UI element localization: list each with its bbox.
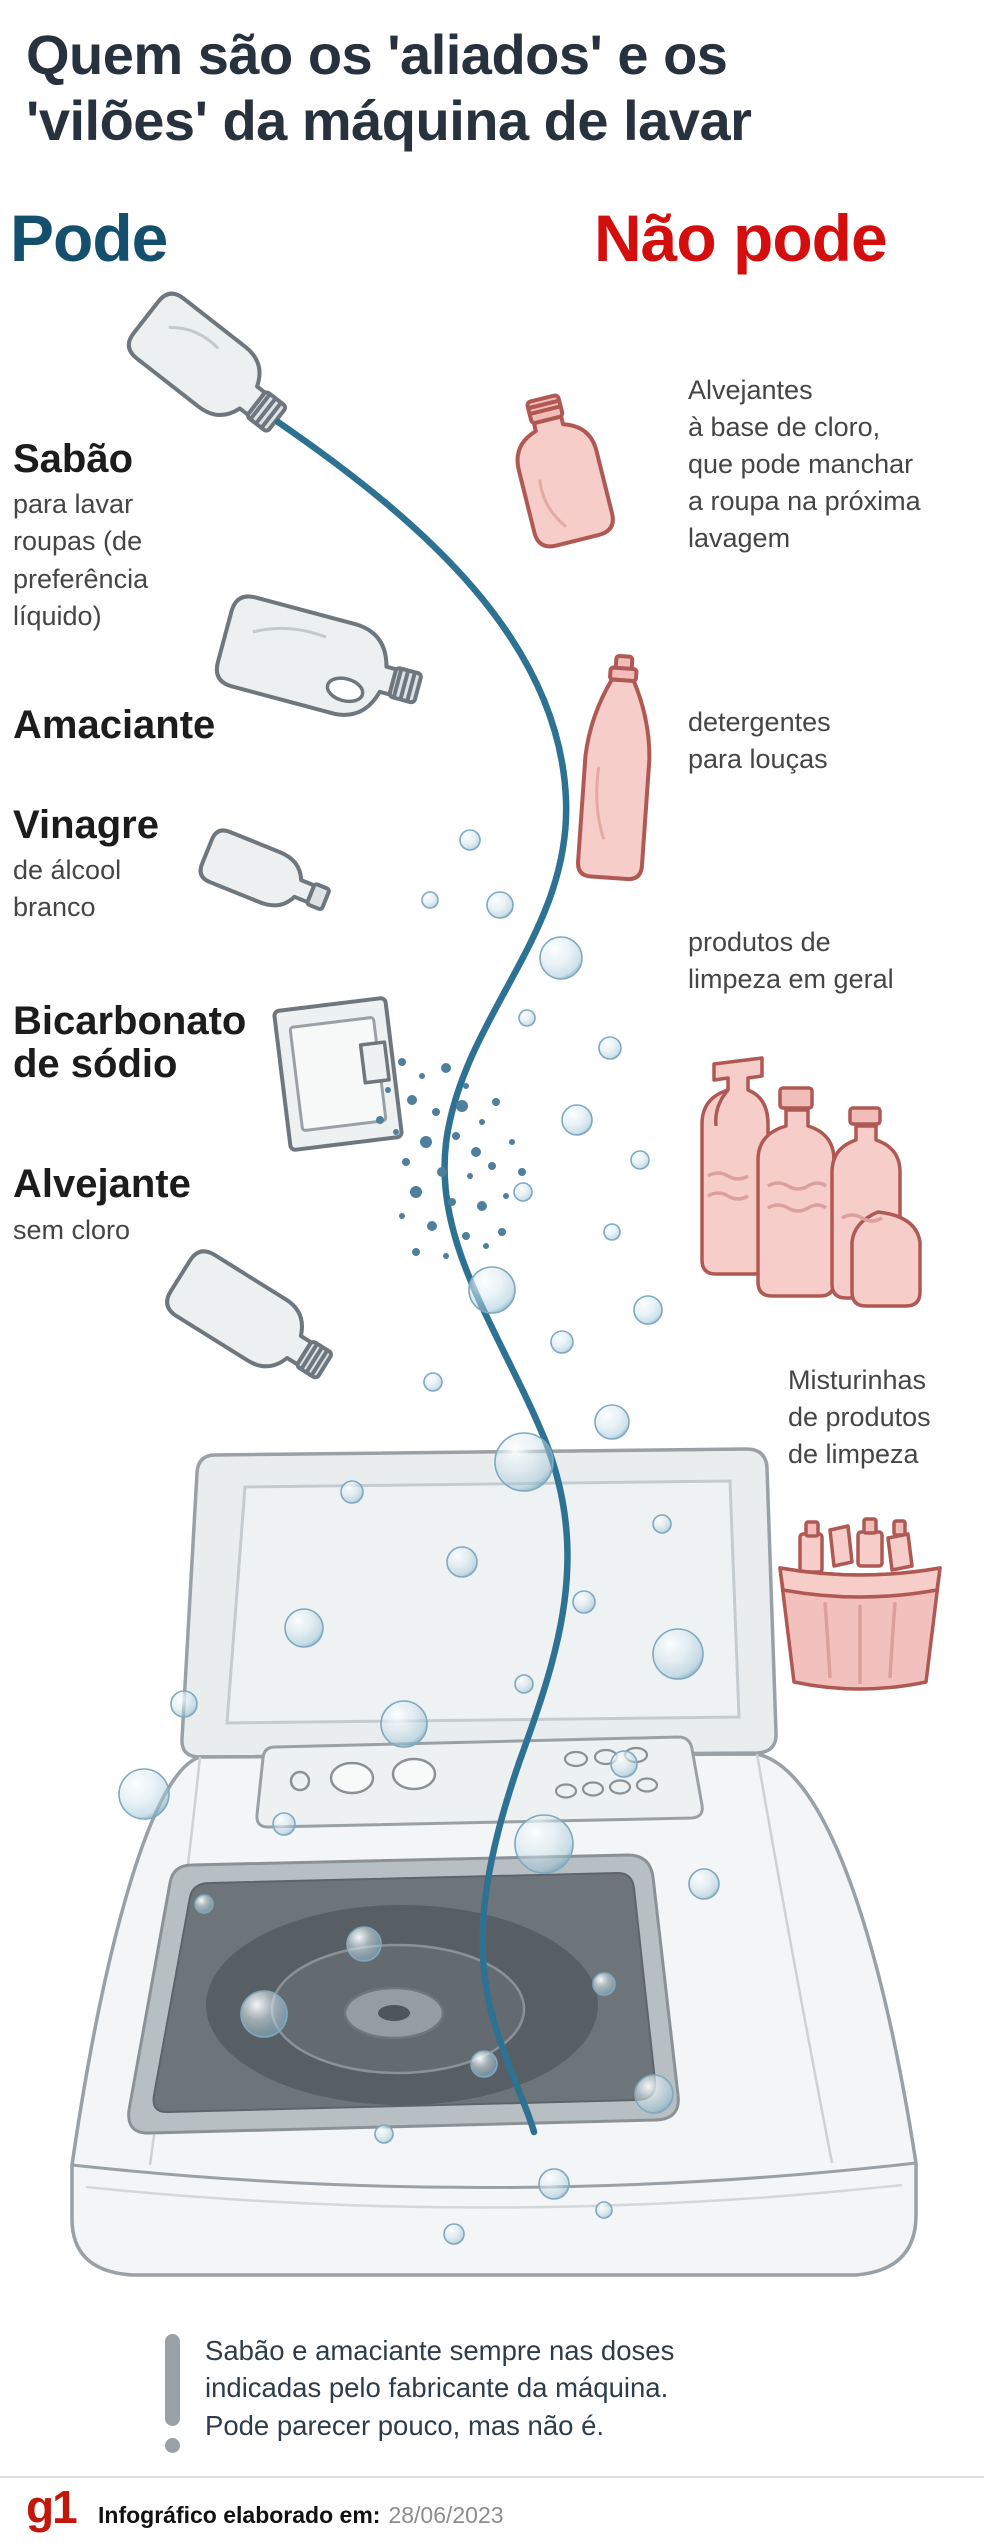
page-title: Quem são os 'aliados' e os 'vilões' da m… bbox=[26, 23, 752, 153]
nao-pode-item-alvejantes-text: Alvejantes à base de cloro, que pode man… bbox=[688, 375, 921, 553]
fabric-softener-bottle-illustration bbox=[214, 594, 423, 717]
pode-item-vinagre-desc: de álcool branco bbox=[13, 855, 122, 923]
nao-pode-item-produtos-text: produtos de limpeza em geral bbox=[688, 927, 894, 994]
nao-pode-item-misturinhas-text: Misturinhas de produtos de limpeza bbox=[788, 1365, 931, 1469]
mixed-products-basket-illustration bbox=[778, 1517, 942, 1691]
footer-divider bbox=[0, 2476, 984, 2478]
exclamation-icon bbox=[165, 2334, 180, 2426]
exclamation-icon-dot bbox=[165, 2438, 180, 2453]
footer-credit-label: Infográfico elaborado em: bbox=[98, 2502, 381, 2528]
pode-item-sabao-label: Sabão bbox=[13, 437, 134, 481]
chlorine-free-bleach-bottle-illustration bbox=[165, 1249, 333, 1380]
pode-item-alvejante-label: Alvejante bbox=[13, 1162, 191, 1206]
pode-item-alvejante-desc: sem cloro bbox=[13, 1215, 131, 1245]
g1-logo: g1 bbox=[26, 2481, 78, 2533]
washing-machine-illustration bbox=[70, 1447, 918, 2277]
pode-item-amaciante-label: Amaciante bbox=[13, 703, 216, 747]
pode-item-vinagre-label: Vinagre bbox=[13, 803, 159, 847]
note-text: Sabão e amaciante sempre nas doses indic… bbox=[205, 2335, 675, 2441]
baking-soda-box-illustration bbox=[272, 996, 404, 1152]
footer-credit: Infográfico elaborado em: 28/06/2023 bbox=[98, 2502, 504, 2529]
pode-item-sabao-desc: para lavar roupas (de preferência líquid… bbox=[13, 489, 149, 631]
nao-pode-heading: Não pode bbox=[594, 201, 888, 275]
pode-heading: Pode bbox=[10, 201, 168, 275]
soap-bottle-illustration bbox=[126, 291, 288, 433]
pode-item-bicarbonato-label: Bicarbonato de sódio bbox=[13, 999, 247, 1087]
chlorine-bleach-bottle-illustration bbox=[515, 393, 615, 549]
dish-detergent-bottle-illustration bbox=[576, 653, 652, 882]
nao-pode-item-detergentes-text: detergentes para louças bbox=[688, 707, 831, 774]
footer-credit-date: 28/06/2023 bbox=[388, 2502, 504, 2528]
cleaning-products-group-illustration bbox=[700, 1056, 922, 1308]
vinegar-bottle-illustration bbox=[198, 828, 331, 912]
